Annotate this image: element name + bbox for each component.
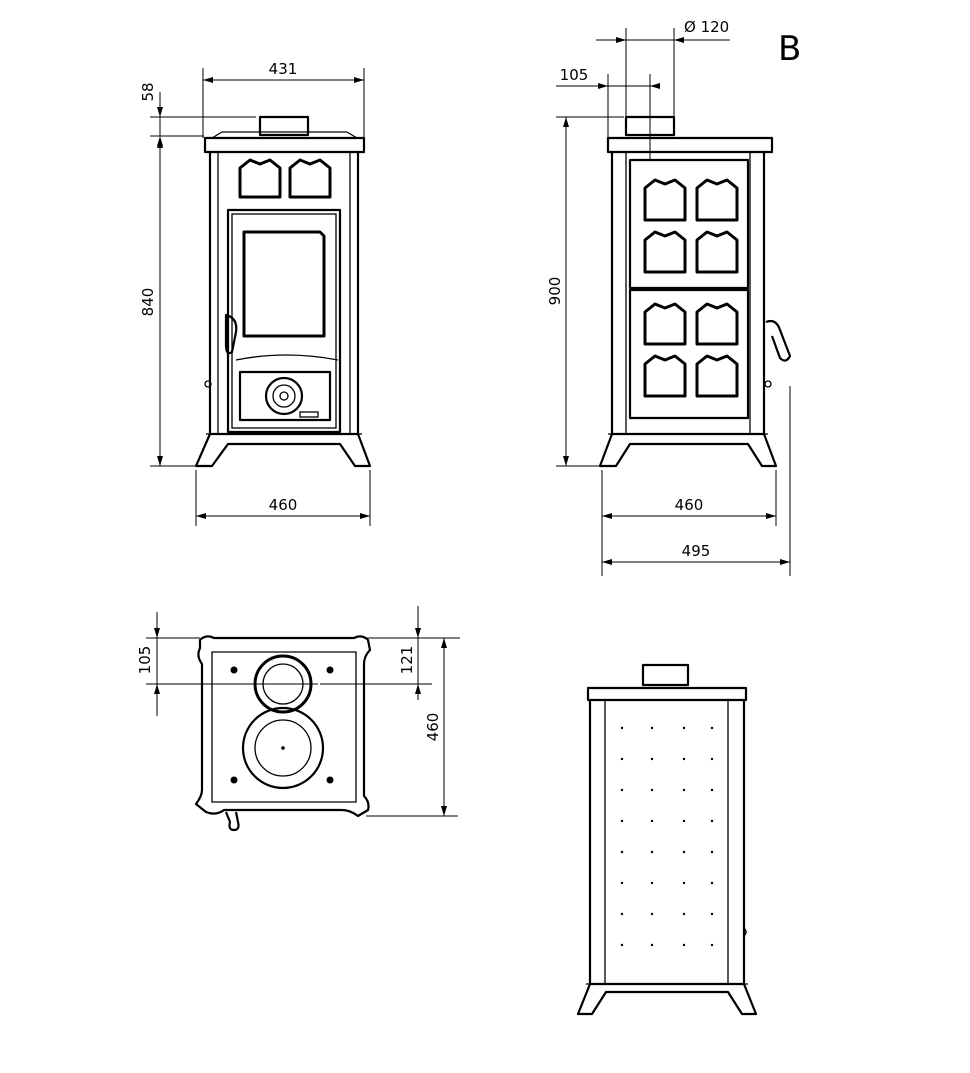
front-flue-collar — [258, 115, 310, 137]
back-panel-dot — [682, 850, 686, 854]
top-handle — [224, 811, 240, 832]
back-panel-dot — [620, 819, 624, 823]
dim-top-depth: 460 — [424, 713, 442, 742]
back-panel-dot — [710, 726, 714, 730]
side-top-plate — [606, 136, 774, 154]
back-panel-dot — [710, 881, 714, 885]
back-base — [576, 982, 758, 1016]
dim-front-base-width: 460 — [269, 496, 298, 514]
sheet-label: B — [778, 29, 801, 69]
top-outline — [194, 635, 372, 818]
back-panel-dot — [650, 881, 654, 885]
back-panel-dot — [682, 757, 686, 761]
back-panel-dot — [710, 788, 714, 792]
side-door-handle — [765, 319, 792, 362]
dim-front-collar-height: 58 — [139, 82, 157, 101]
side-lower-tile-panel — [628, 288, 750, 420]
dim-side-height: 900 — [546, 277, 564, 306]
back-panel-dot — [620, 943, 624, 947]
back-panel-dot — [682, 881, 686, 885]
dim-side-overall-depth: 495 — [682, 542, 711, 560]
side-tile — [643, 302, 687, 346]
side-tile — [695, 354, 739, 398]
front-view — [194, 115, 372, 468]
back-top-plate — [586, 686, 748, 702]
back-panel-dot — [682, 943, 686, 947]
back-panel-dots — [620, 726, 714, 947]
back-panel-dot — [682, 788, 686, 792]
back-panel-dot — [620, 881, 624, 885]
dim-top-flue-offset-right: 121 — [398, 646, 416, 675]
back-panel-dot — [682, 726, 686, 730]
top-view — [194, 635, 372, 832]
dim-top-flue-offset-left: 105 — [136, 646, 154, 675]
side-tile — [643, 354, 687, 398]
back-panel-dot — [620, 757, 624, 761]
back-panel-dot — [710, 850, 714, 854]
dim-front-top-width: 431 — [269, 60, 298, 78]
front-top-plate — [203, 136, 366, 154]
front-air-regulator — [264, 376, 304, 416]
front-door-glass — [242, 230, 326, 338]
dimension-lines: 431 58 840 460 Ø 120 105 — [136, 18, 791, 817]
front-upper-panel-left — [238, 158, 282, 199]
side-tile — [695, 302, 739, 346]
back-panel-dot — [650, 819, 654, 823]
back-panel-dot — [710, 757, 714, 761]
back-panel-dot — [650, 757, 654, 761]
back-panel-dot — [650, 726, 654, 730]
side-tile — [695, 178, 739, 222]
back-panel-dot — [650, 788, 654, 792]
top-hob-plate — [241, 706, 325, 790]
front-ash-drawer — [238, 370, 332, 422]
front-upper-panel-right — [288, 158, 332, 199]
front-door-handle — [224, 313, 238, 355]
dim-front-height: 840 — [139, 288, 157, 317]
dim-side-flue-offset: 105 — [560, 66, 589, 84]
side-tile — [695, 230, 739, 274]
back-flue-collar — [641, 663, 690, 687]
side-base — [598, 432, 778, 468]
back-panel-dot — [650, 850, 654, 854]
back-panel-dot — [620, 850, 624, 854]
side-view — [598, 115, 792, 468]
back-panel-dot — [682, 819, 686, 823]
back-panel-dot — [650, 943, 654, 947]
side-tile — [643, 178, 687, 222]
back-panel-dot — [710, 912, 714, 916]
back-view — [576, 663, 758, 1016]
dim-side-base-width: 460 — [675, 496, 704, 514]
back-panel-dot — [620, 912, 624, 916]
back-panel-dot — [620, 726, 624, 730]
side-upper-tile-panel — [628, 158, 750, 290]
back-panel-dot — [620, 788, 624, 792]
front-base — [194, 432, 372, 468]
front-door — [226, 208, 342, 434]
back-panel-dot — [710, 943, 714, 947]
back-panel-dot — [650, 912, 654, 916]
back-panel-dot — [710, 819, 714, 823]
dim-side-flue-diameter: Ø 120 — [684, 18, 729, 36]
back-panel-dot — [682, 912, 686, 916]
side-tile — [643, 230, 687, 274]
